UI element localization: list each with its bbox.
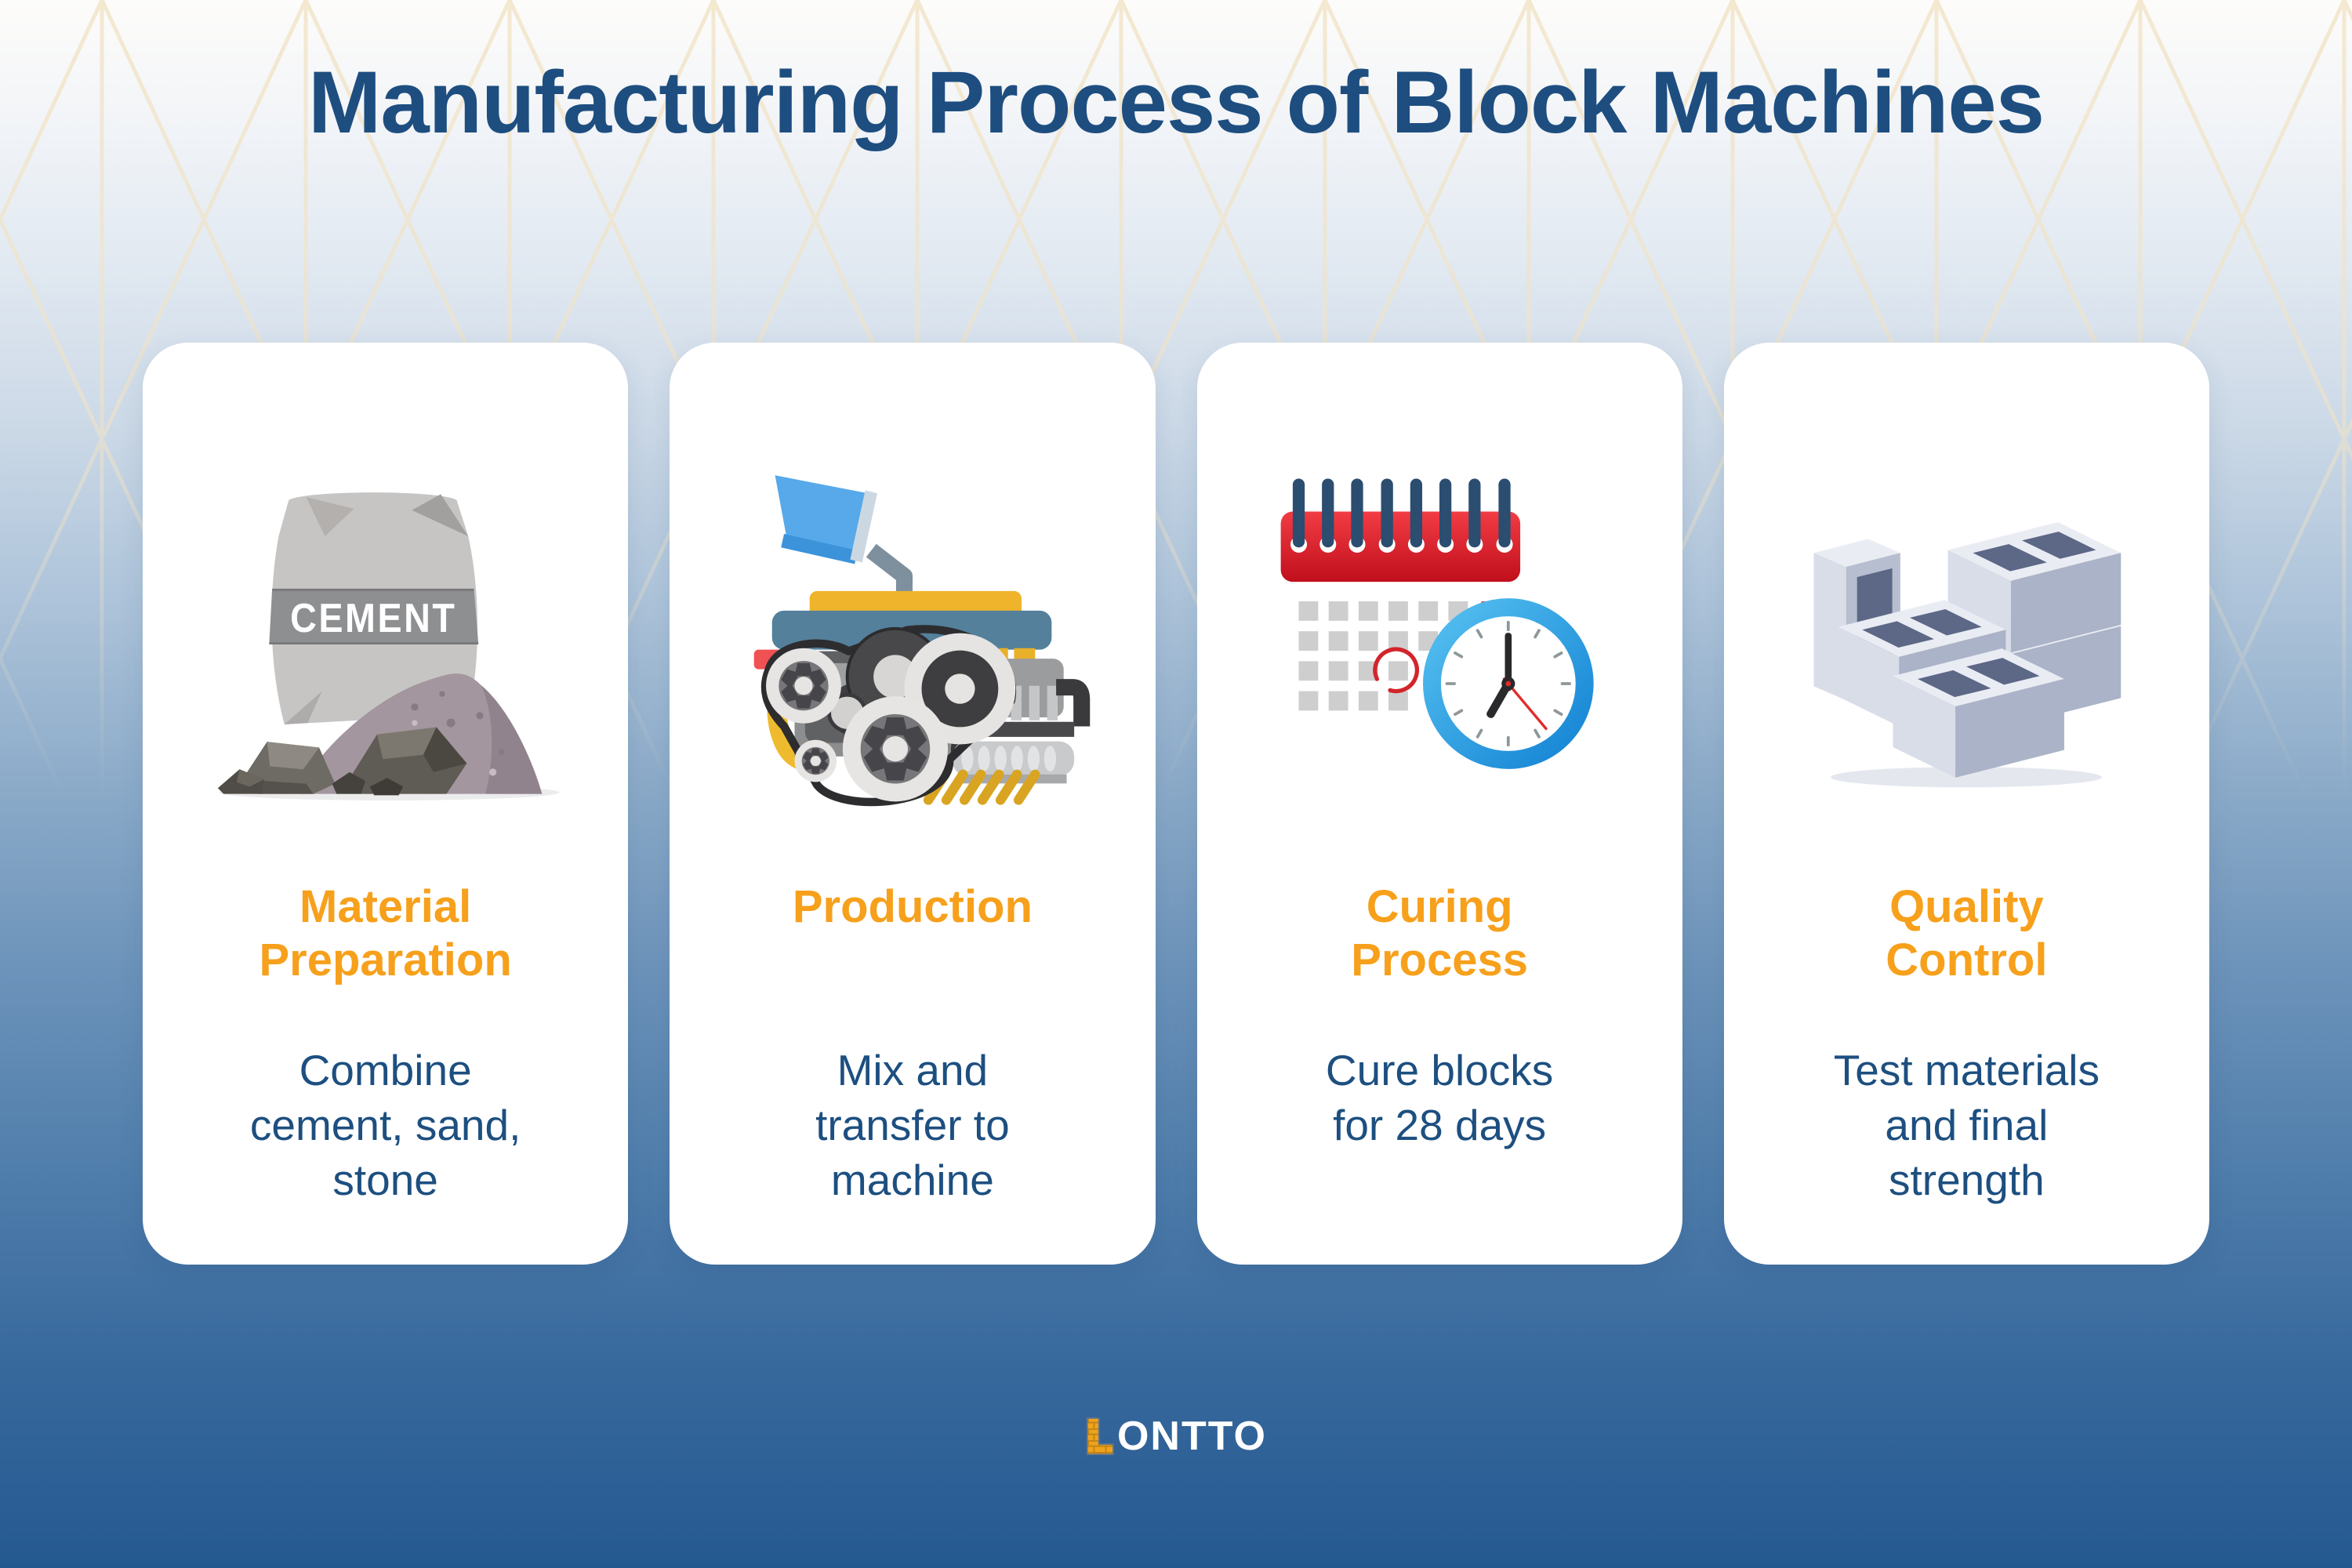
page-title: Manufacturing Process of Block Machines <box>308 53 2045 151</box>
cement-bag-svg: CEMENT <box>217 492 560 800</box>
desc-line: strength <box>1889 1155 2045 1204</box>
card-quality-control: Quality Control Test materials and final… <box>1723 343 2209 1265</box>
desc-line: Cure blocks <box>1325 1046 1554 1094</box>
card-title-quality-control: Quality Control <box>1870 880 2063 1044</box>
card-desc-quality-control: Test materials and final strength <box>1810 1044 2123 1208</box>
card-desc-curing-process: Cure blocks for 28 days <box>1302 1044 1577 1153</box>
card-title-material-preparation: Material Preparation <box>243 880 527 1044</box>
concrete-blocks-svg <box>1813 521 2122 788</box>
lontto-logo-text: ONTTO <box>1116 1414 1268 1459</box>
title-line: Quality <box>1889 881 2044 932</box>
title-line: Preparation <box>259 934 512 985</box>
desc-line: cement, sand, <box>249 1100 521 1149</box>
card-title-production: Production <box>777 880 1048 1044</box>
card-material-preparation: CEMENT <box>143 343 629 1265</box>
lontto-logo: ONTTO <box>0 1416 2352 1457</box>
desc-line: transfer to <box>815 1100 1010 1149</box>
cement-bag-and-aggregates-icon: CEMENT <box>143 399 628 869</box>
title-line: Process <box>1351 934 1528 985</box>
desc-line: Test materials <box>1833 1046 2100 1094</box>
lontto-brick-l-icon <box>1086 1417 1114 1455</box>
desc-line: stone <box>332 1155 438 1204</box>
desc-line: for 28 days <box>1333 1100 1547 1149</box>
concrete-blocks-icon <box>1724 399 2209 869</box>
mixer-engine-icon <box>670 399 1155 869</box>
desc-line: Mix and <box>837 1046 989 1094</box>
process-cards: CEMENT <box>143 343 2209 1265</box>
title-line: Curing <box>1366 881 1513 932</box>
desc-line: machine <box>830 1155 994 1204</box>
card-curing-process: Curing Process Cure blocks for 28 days <box>1196 343 1682 1265</box>
title-line: Material <box>299 881 472 932</box>
desc-line: Combine <box>299 1046 472 1094</box>
title-line: Control <box>1886 934 2048 985</box>
card-desc-material-preparation: Combine cement, sand, stone <box>227 1044 544 1208</box>
calendar-clock-svg <box>1280 478 1594 769</box>
card-production: Production Mix and transfer to machine <box>670 343 1156 1265</box>
mixer-engine-svg <box>753 474 1091 806</box>
card-desc-production: Mix and transfer to machine <box>792 1044 1033 1208</box>
card-title-curing-process: Curing Process <box>1335 880 1544 1044</box>
cement-bag-label: CEMENT <box>290 594 456 640</box>
calendar-clock-icon <box>1197 399 1682 869</box>
title-line: Production <box>792 881 1033 932</box>
desc-line: and final <box>1885 1100 2049 1149</box>
